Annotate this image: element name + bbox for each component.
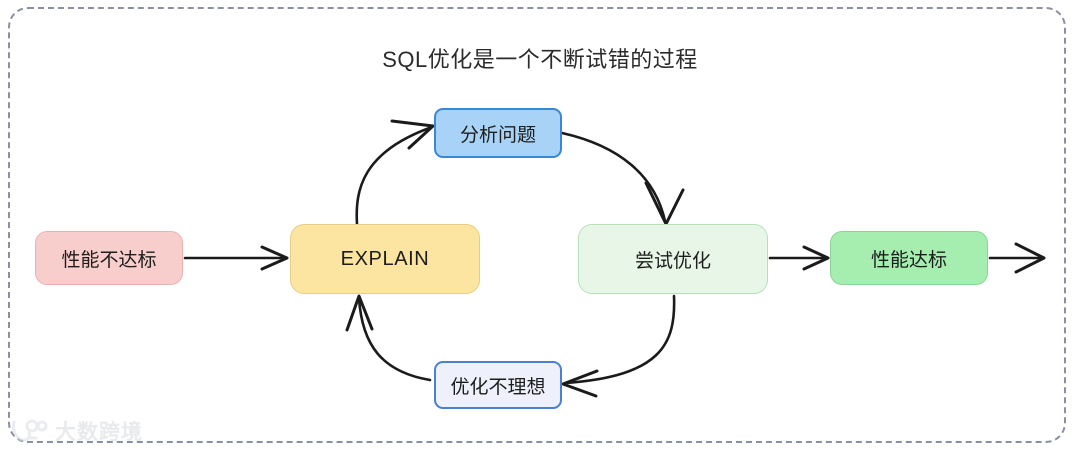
edge-retry-to-explain <box>345 294 432 382</box>
node-explain[interactable]: EXPLAIN <box>290 224 480 294</box>
edge-analyze-to-optimize <box>560 131 685 226</box>
node-label: 性能不达标 <box>61 249 157 271</box>
node-try-optimize[interactable]: 尝试优化 <box>578 224 768 294</box>
node-performance-not-met[interactable]: 性能不达标 <box>35 231 183 285</box>
edge-fail-to-explain <box>183 245 289 271</box>
node-performance-met[interactable]: 性能达标 <box>830 231 988 285</box>
page-title: SQL优化是一个不断试错的过程 <box>382 47 698 72</box>
node-label: 优化不理想 <box>450 376 546 398</box>
node-label: 性能达标 <box>870 249 947 271</box>
edge-explain-to-analyze <box>355 119 435 226</box>
edge-optimize-to-pass <box>768 245 830 271</box>
node-label: EXPLAIN <box>340 247 430 270</box>
node-analyze-problem[interactable]: 分析问题 <box>434 108 562 158</box>
node-label: 分析问题 <box>459 124 536 146</box>
edge-optimize-to-retry <box>561 294 676 398</box>
node-label: 尝试优化 <box>634 250 711 272</box>
node-optimization-unsatisfactory[interactable]: 优化不理想 <box>434 361 562 409</box>
edge-pass-exit <box>988 242 1046 274</box>
